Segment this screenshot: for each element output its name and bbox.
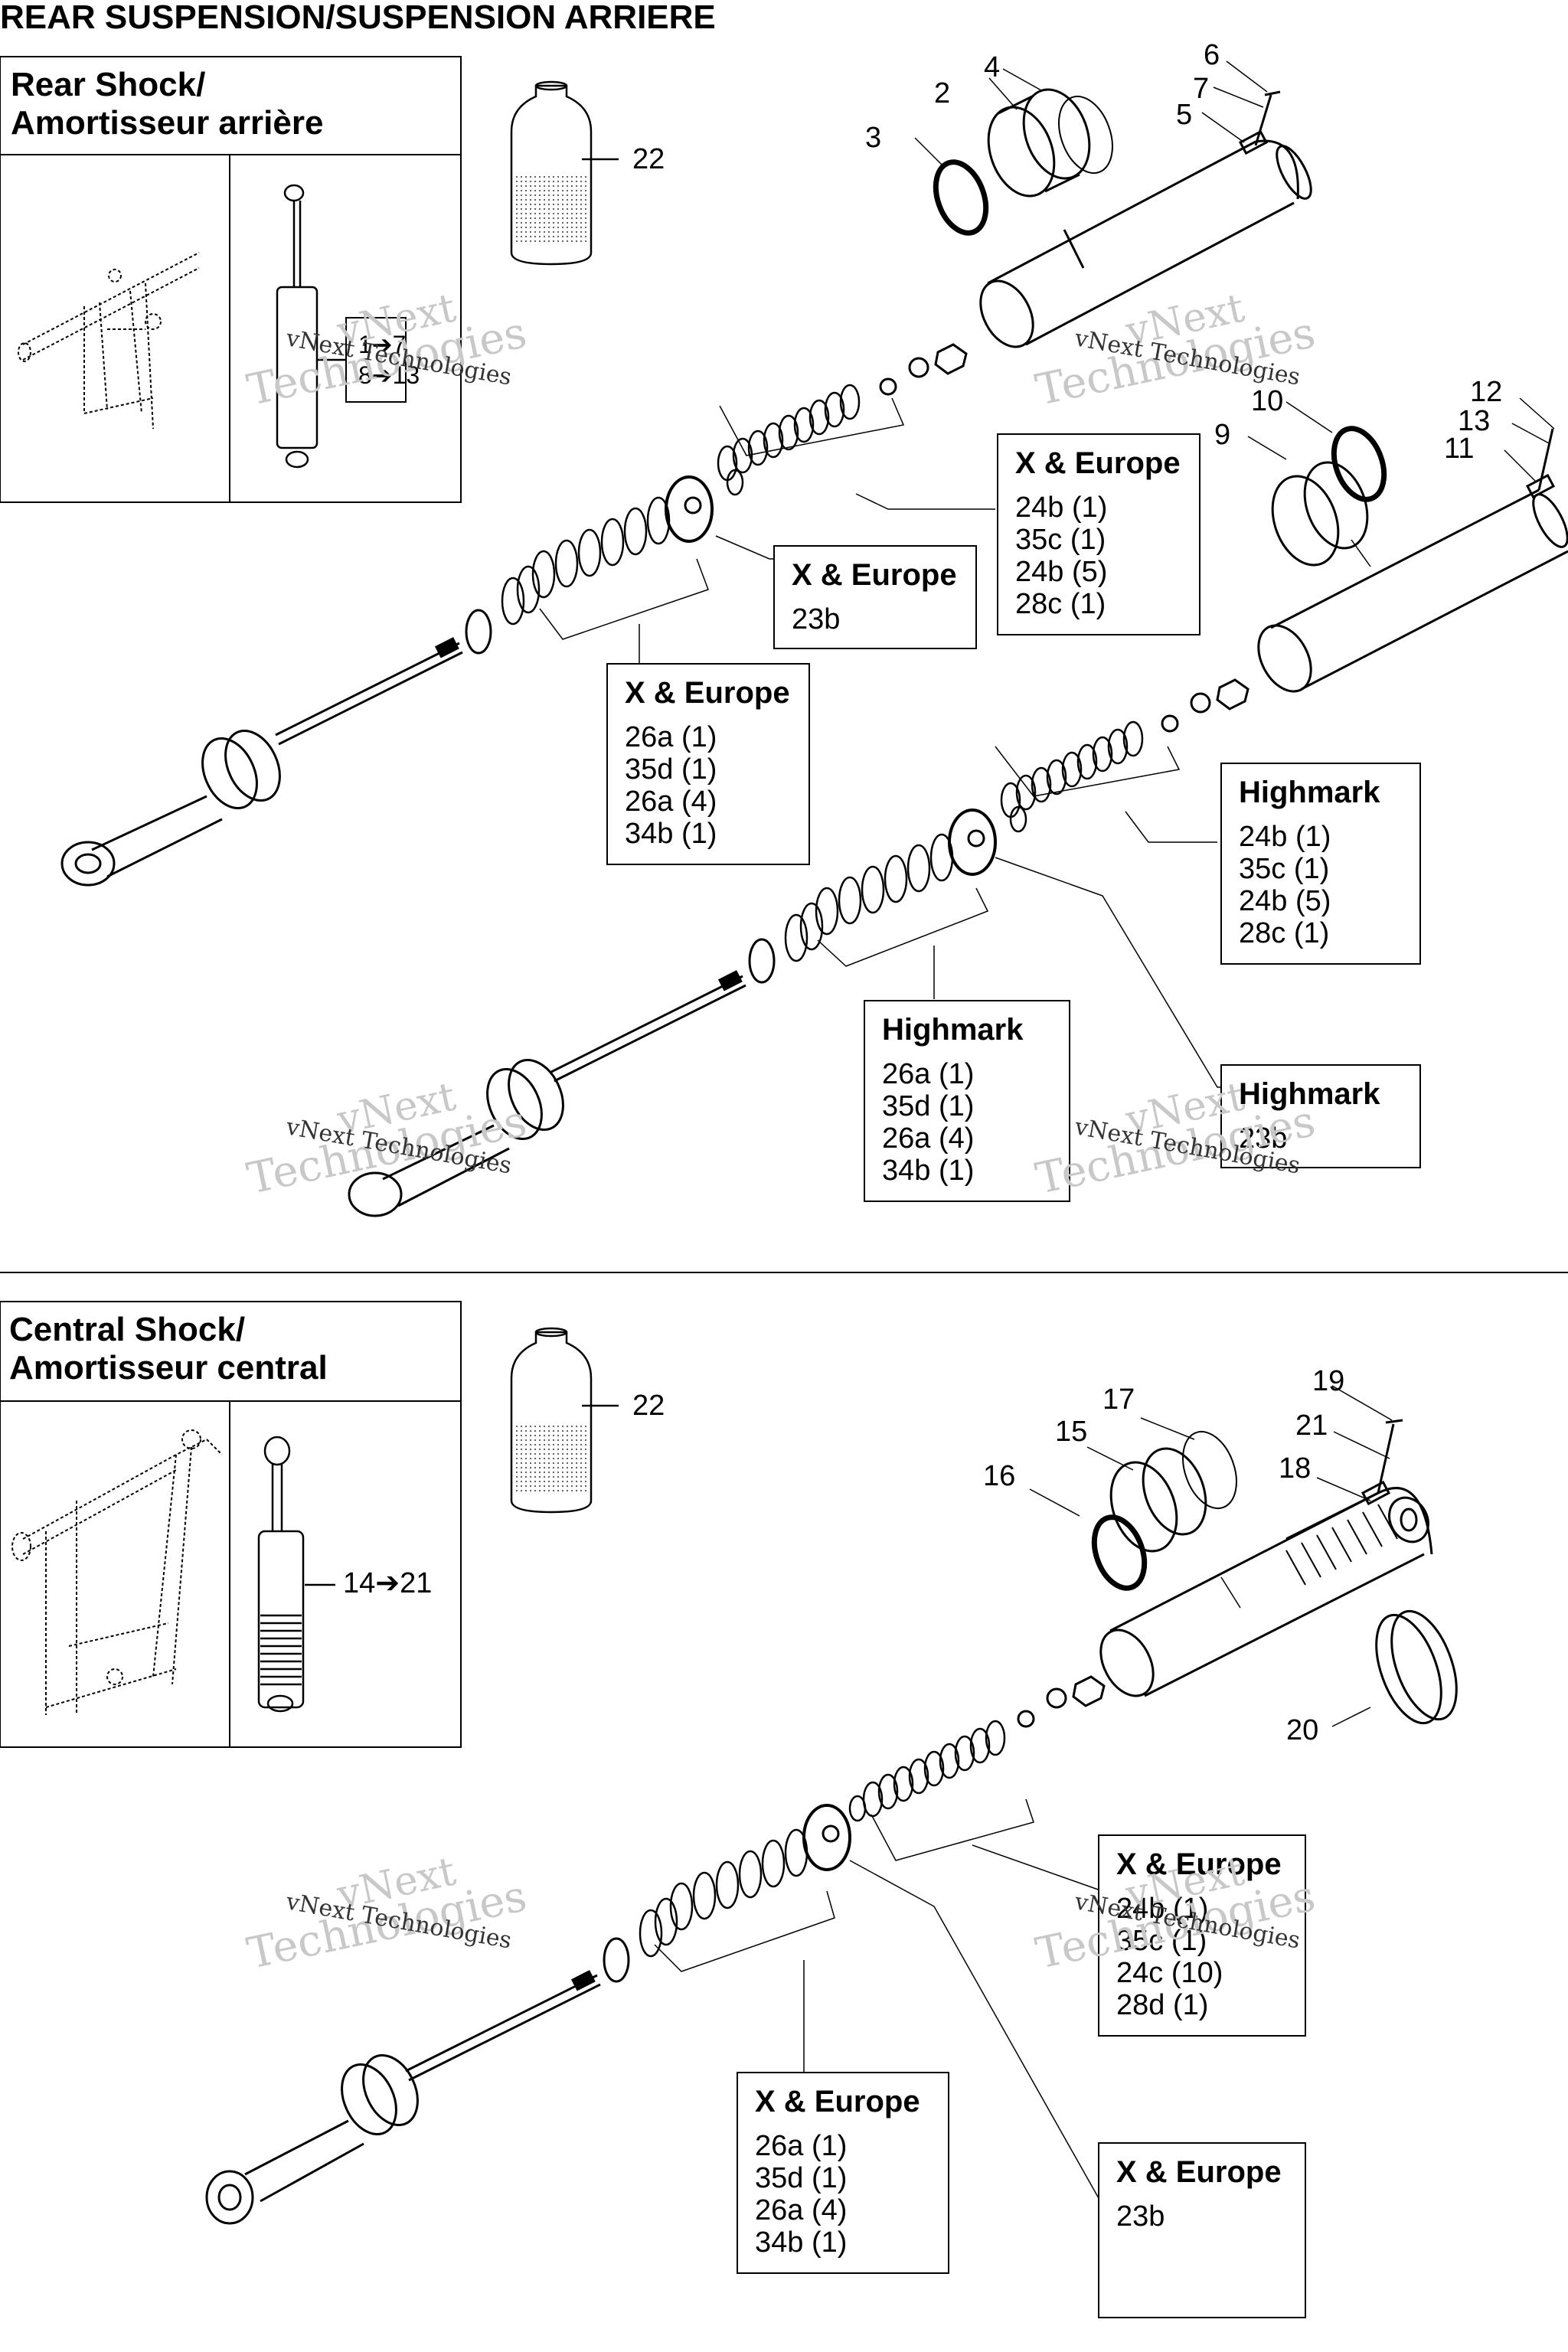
central-section-title: Central Shock/ Amortisseur central: [9, 1311, 328, 1387]
callout-6: 6: [1204, 39, 1220, 71]
spec-box-central-upper-spring: X & Europe 24b (1) 35c (1) 24c (10) 28d …: [1098, 1834, 1306, 2037]
spec-box-central-piston: X & Europe 23b: [1098, 2142, 1306, 2318]
callout-2: 2: [934, 77, 951, 109]
spec-line: 35c (1): [1239, 853, 1330, 885]
spec-line: 24b (5): [1239, 885, 1331, 917]
spec-line: 24b (1): [1015, 492, 1108, 524]
spec-box-hm-upper-spring: Highmark 24b (1) 35c (1) 24b (5) 28c (1): [1220, 763, 1421, 965]
spec-box-header: X & Europe: [1116, 2155, 1282, 2189]
spec-box-hm-lower-spring: Highmark 26a (1) 35d (1) 26a (4) 34b (1): [864, 1000, 1070, 1202]
central-shock-thumbnail: [257, 1436, 335, 1713]
spec-line: 26a (1): [755, 2130, 848, 2162]
callout-15: 15: [1055, 1416, 1088, 1448]
spec-line: 34b (1): [625, 818, 717, 850]
callout-22-rear: 22: [632, 143, 665, 175]
central-thumb-box-right: [229, 1400, 462, 1748]
central-title-fr: Amortisseur central: [9, 1349, 328, 1387]
rear-title-fr: Amortisseur arrière: [11, 104, 324, 142]
page-title: REAR SUSPENSION/SUSPENSION ARRIERE: [0, 0, 716, 36]
callout-10: 10: [1251, 385, 1284, 417]
callout-3: 3: [865, 122, 882, 154]
spec-box-central-lower-spring: X & Europe 26a (1) 35d (1) 26a (4) 34b (…: [737, 2072, 949, 2274]
spec-line: 28c (1): [1239, 917, 1330, 949]
central-ref-range: 14➔21: [343, 1567, 433, 1599]
callout-13: 13: [1458, 405, 1491, 437]
callout-12: 12: [1470, 376, 1503, 408]
spec-box-header: Highmark: [882, 1013, 1024, 1047]
spec-box-header: X & Europe: [1015, 446, 1181, 480]
callout-18: 18: [1279, 1452, 1312, 1485]
central-frame-thumbnail: [11, 1429, 223, 1715]
spec-line: 26a (4): [882, 1122, 975, 1155]
spec-line: 26a (1): [882, 1058, 975, 1090]
rear-thumb-box-right: [229, 154, 462, 503]
central-title-en: Central Shock/: [9, 1311, 246, 1348]
spec-line: 23b: [792, 603, 841, 635]
callout-20: 20: [1286, 1714, 1319, 1746]
spec-box-xe-piston: X & Europe 23b: [773, 545, 977, 649]
spec-box-header: X & Europe: [755, 2085, 920, 2118]
spec-box-xe-lower-spring: X & Europe 26a (1) 35d (1) 26a (4) 34b (…: [606, 663, 810, 865]
spec-line: 24c (10): [1116, 1957, 1223, 1989]
spec-box-header: X & Europe: [792, 558, 957, 592]
oil-bottle-central: [510, 1327, 619, 1514]
rear-shock-highmark-body: [348, 397, 1568, 1217]
spec-box-header: X & Europe: [625, 676, 790, 710]
spec-line: 35d (1): [625, 753, 717, 786]
callout-17: 17: [1102, 1383, 1135, 1416]
spec-line: 23b: [1116, 2200, 1165, 2233]
spec-line: 26a (4): [755, 2194, 848, 2226]
callout-21: 21: [1295, 1410, 1328, 1442]
rear-ref-range-a: 1➔7: [358, 331, 407, 358]
spec-line: 26a (1): [625, 721, 717, 753]
spec-box-xe-upper-spring: X & Europe 24b (1) 35c (1) 24b (5) 28c (…: [997, 433, 1200, 635]
central-shock-body: [205, 1385, 1458, 2225]
rear-ref-range: 1➔7 8➔13: [358, 329, 420, 390]
callout-4: 4: [984, 51, 1001, 83]
callout-19: 19: [1312, 1365, 1345, 1397]
spec-line: 26a (4): [625, 786, 717, 818]
callout-22-central: 22: [632, 1390, 665, 1422]
spec-line: 35c (1): [1116, 1925, 1207, 1957]
spec-line: 24b (1): [1239, 821, 1331, 853]
spec-box-header: Highmark: [1239, 776, 1380, 809]
spec-box-header: Highmark: [1239, 1077, 1380, 1111]
callout-11: 11: [1444, 433, 1475, 465]
rear-shock-xe-body: [60, 60, 1312, 887]
spec-line: 24b (5): [1015, 556, 1108, 588]
rear-section-title: Rear Shock/ Amortisseur arrière: [11, 66, 323, 142]
spec-line: 28c (1): [1015, 588, 1106, 620]
callout-7: 7: [1193, 73, 1210, 105]
rear-ref-range-b: 8➔13: [358, 361, 420, 389]
spec-line: 35c (1): [1015, 524, 1106, 556]
spec-line: 28d (1): [1116, 1989, 1209, 2021]
rear-thumb-ref-box: [345, 317, 407, 403]
rear-shock-thumbnail: [276, 184, 346, 469]
callout-16: 16: [983, 1460, 1016, 1492]
spec-box-header: X & Europe: [1116, 1847, 1282, 1881]
central-thumb-box-left: [0, 1400, 230, 1748]
spec-line: 34b (1): [882, 1155, 975, 1187]
callout-5: 5: [1176, 99, 1193, 131]
spec-line: 35d (1): [882, 1090, 975, 1122]
callout-9: 9: [1214, 419, 1231, 451]
spec-line: 24b (1): [1116, 1893, 1209, 1925]
spec-line: 34b (1): [755, 2226, 848, 2259]
spec-line: 23b: [1239, 1122, 1288, 1155]
rear-title-en: Rear Shock/: [11, 66, 206, 103]
rear-frame-thumbnail: [18, 252, 200, 430]
oil-bottle-rear: [510, 80, 619, 266]
spec-box-hm-piston: Highmark 23b: [1220, 1064, 1421, 1168]
spec-line: 35d (1): [755, 2162, 848, 2194]
